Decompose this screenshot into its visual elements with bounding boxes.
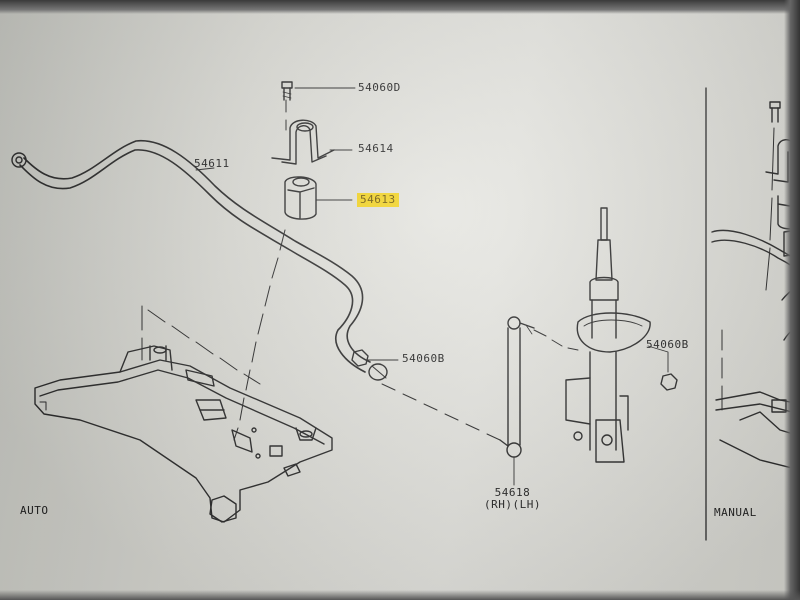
clamp-part <box>271 119 353 165</box>
label-variant-manual: MANUAL <box>714 506 757 519</box>
dashed-link-line <box>381 383 501 441</box>
monitor-bezel-bottom <box>0 590 800 600</box>
label-stabilizer-bar: 54611 <box>194 157 230 170</box>
monitor-bezel-top <box>0 0 800 14</box>
dashed-frame-line <box>141 305 261 385</box>
label-connecting-rod-side: (RH)(LH) <box>484 498 541 511</box>
label-variant-auto: AUTO <box>20 504 49 517</box>
strut-nut <box>647 345 678 391</box>
dashed-guide-line <box>233 99 287 441</box>
stabilizer-bar <box>11 140 388 381</box>
strut-assembly <box>565 207 651 463</box>
monitor-bezel-right <box>784 0 800 600</box>
dashed-strut-line <box>533 329 579 351</box>
front-subframe <box>34 345 333 523</box>
label-bushing-highlighted: 54613 <box>357 193 399 207</box>
label-clamp: 54614 <box>358 142 394 155</box>
bar-nut <box>351 349 399 367</box>
bushing-part <box>284 176 353 220</box>
label-connecting-rod: 54618 (RH)(LH) <box>484 487 541 511</box>
label-strut-nut: 54060B <box>646 338 689 351</box>
label-connecting-rod-number: 54618 <box>494 486 531 499</box>
label-bar-nut: 54060B <box>402 352 445 365</box>
connecting-rod <box>499 316 535 486</box>
label-clip-bolt: 54060D <box>358 81 401 94</box>
leader-stabilizer <box>195 167 215 171</box>
clip-bolt <box>281 81 356 101</box>
